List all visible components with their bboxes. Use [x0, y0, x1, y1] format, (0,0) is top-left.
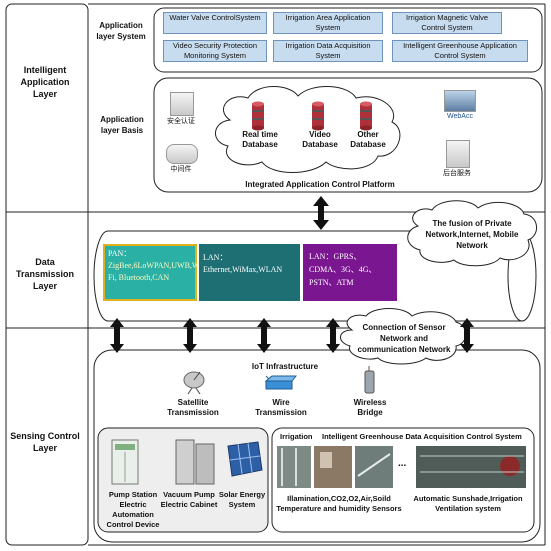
video-security-system: Video Security Protection Monitoring Sys… [163, 40, 267, 62]
greenhouse-control-system: Intelligent Greenhouse Application Contr… [392, 40, 528, 62]
security-auth-label: 安全认证 [167, 118, 195, 125]
other-db-label: Other Database [350, 130, 386, 149]
security-auth-icon [170, 92, 194, 116]
greenhouse-title: Intelligent Greenhouse Data Acquisition … [322, 432, 522, 441]
sunshade-caption: Automatic Sunshade,Irrigation Ventilatio… [413, 494, 523, 513]
lan2-prefix: LAN： [309, 252, 334, 261]
lan2-text: GPRS、CDMA、3G、4G、PSTN、ATM [309, 252, 377, 287]
connection-label: Connection of Sensor Network and communi… [357, 323, 451, 354]
irrigation-area-system: Irrigation Area Application System [273, 12, 383, 34]
network-switch-icon [264, 375, 298, 390]
middleware-label: 中间件 [170, 166, 192, 173]
pump-station-label: Pump Station Electric Automation Control… [106, 490, 160, 529]
solar-panel-icon [227, 441, 263, 477]
sensors-caption: Illamination,CO2,O2,Air,Soild Temperatur… [276, 494, 402, 513]
wireless-label: Wireless Bridge [353, 398, 387, 417]
app-system-label: Application layer System [96, 21, 146, 41]
webacc-label: WebAcc [447, 113, 473, 120]
pan-text: ZigBee,6LoWPAN,UWB,Wi-Fi, Bluetooth,CAN [108, 261, 205, 282]
lan1-text: Ethernet,WiMax,WLAN [203, 265, 283, 274]
lan-box-2: LAN：GPRS、CDMA、3G、4G、PSTN、ATM [303, 244, 397, 301]
connection-arrows [110, 318, 474, 353]
vacuum-pump-label: Vacuum Pump Electric Cabinet [160, 490, 218, 509]
backend-service-label: 后台服务 [443, 170, 471, 177]
video-db-label: Video Database [302, 130, 338, 149]
database-icons [252, 101, 372, 131]
webacc-icon [444, 90, 476, 112]
ellipsis: ... [398, 458, 407, 469]
iot-label: IoT Infrastructure [251, 362, 319, 371]
solar-label: Solar Energy System [218, 490, 266, 509]
vacuum-pump-icon [175, 439, 215, 485]
wire-label: Wire Transmission [255, 398, 307, 417]
wireless-bridge-icon [364, 366, 375, 394]
sensing-layer-label: Sensing Control Layer [10, 431, 80, 453]
irrigation-label: Irrigation [280, 432, 313, 441]
middleware-icon [166, 144, 198, 164]
lan1-prefix: LAN： [203, 253, 228, 262]
pan-box: PAN： ZigBee,6LoWPAN,UWB,Wi-Fi, Bluetooth,… [103, 244, 204, 301]
satellite-dish-icon [183, 371, 205, 395]
transmission-layer-label: Data Transmission Layer [15, 257, 75, 291]
pan-prefix: PAN： [108, 249, 132, 258]
backend-service-icon [446, 140, 470, 168]
greenhouse-photos [277, 446, 526, 488]
fusion-label: The fusion of Private Network,Internet, … [425, 219, 519, 250]
app-basis-label: Application layer Basis [100, 115, 144, 135]
water-valve-system: Water Valve ControlSystem [163, 12, 267, 34]
platform-label: Integrated Application Control Platform [245, 180, 395, 189]
realtime-db-label: Real time Database [242, 130, 278, 149]
satellite-label: Satellite Transmission [167, 398, 219, 417]
pump-station-icon [111, 439, 139, 485]
irrigation-data-system: Irrigation Data Acquisition System [273, 40, 383, 62]
magnetic-valve-system: Irrigation Magnetic Valve Control System [392, 12, 502, 34]
lan-box-1: LAN： Ethernet,WiMax,WLAN [199, 244, 300, 301]
application-layer-label: Intelligent Application Layer [20, 65, 70, 99]
